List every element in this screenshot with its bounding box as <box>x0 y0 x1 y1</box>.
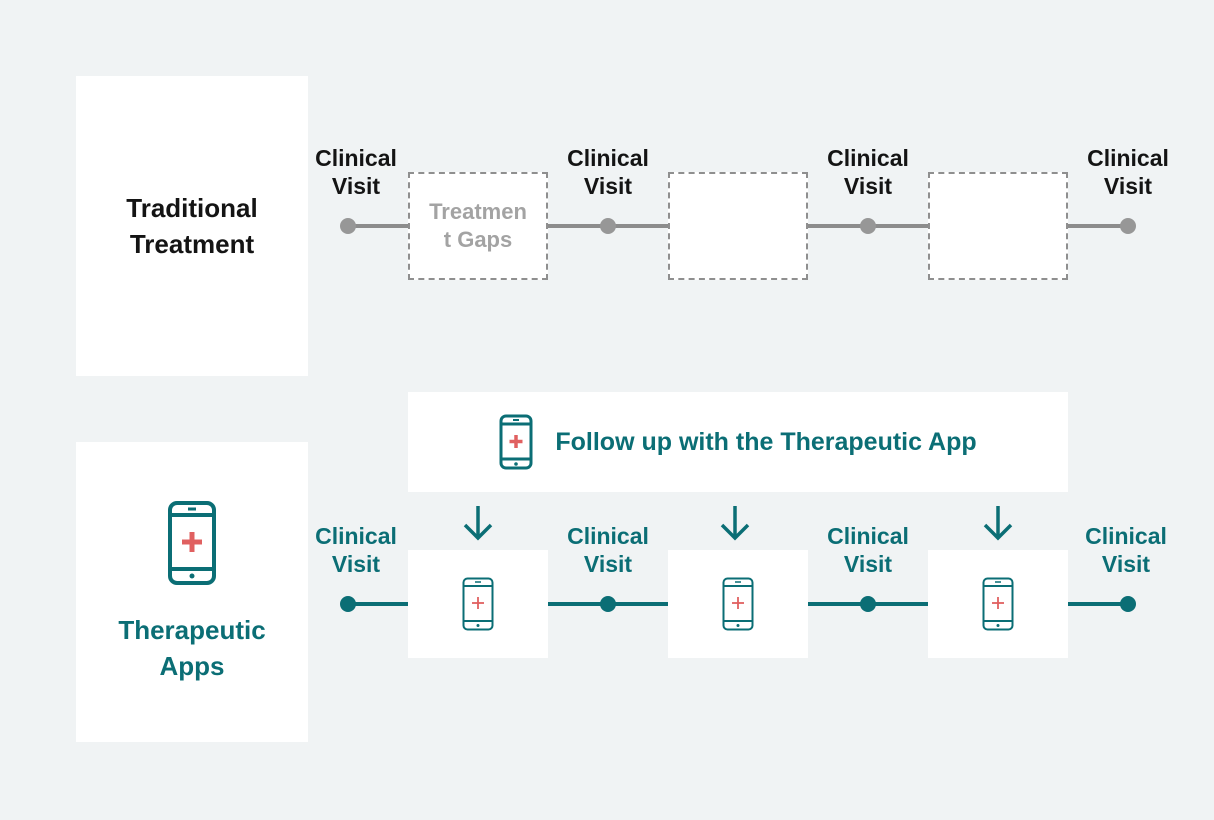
app-follow-up-box <box>668 550 808 658</box>
clinical-visit-dot <box>600 218 616 234</box>
arrow-down-icon <box>463 506 493 541</box>
traditional-treatment-panel: Traditional Treatment <box>76 76 308 376</box>
clinical-visit-dot <box>1120 218 1136 234</box>
treatment-gap-label: Treatment Gaps <box>429 199 527 252</box>
timeline-segment <box>348 602 408 606</box>
app-follow-up-box <box>928 550 1068 658</box>
smartphone-medical-icon <box>462 577 494 631</box>
clinical-visit-label: Clinical Visit <box>567 523 649 577</box>
therapeutic-apps-panel: Therapeutic Apps <box>76 442 308 742</box>
arrow-down-icon <box>983 506 1013 541</box>
treatment-gap-box <box>668 172 808 280</box>
smartphone-medical-icon <box>722 577 754 631</box>
clinical-visit-label: Clinical Visit <box>1085 523 1167 577</box>
follow-up-banner-text: Follow up with the Therapeutic App <box>555 427 977 456</box>
clinical-visit-label: Clinical Visit <box>315 523 397 577</box>
timeline-segment <box>348 224 408 228</box>
clinical-visit-label: Clinical Visit <box>827 523 909 577</box>
clinical-visit-dot <box>860 218 876 234</box>
app-follow-up-box <box>408 550 548 658</box>
clinical-visit-label: Clinical Visit <box>315 145 397 199</box>
traditional-treatment-title: Traditional Treatment <box>126 193 258 259</box>
clinical-visit-dot <box>860 596 876 612</box>
clinical-visit-label: Clinical Visit <box>827 145 909 199</box>
timeline-segment <box>1068 224 1128 228</box>
timeline-segment <box>1068 602 1128 606</box>
follow-up-banner: Follow up with the Therapeutic App <box>408 392 1068 492</box>
therapeutic-apps-title: Therapeutic Apps <box>118 615 266 681</box>
treatment-gap-box: Treatment Gaps <box>408 172 548 280</box>
clinical-visit-label: Clinical Visit <box>567 145 649 199</box>
smartphone-medical-icon <box>499 414 533 470</box>
clinical-visit-label: Clinical Visit <box>1087 145 1169 199</box>
clinical-visit-dot <box>340 218 356 234</box>
clinical-visit-dot <box>600 596 616 612</box>
treatment-gap-box <box>928 172 1068 280</box>
clinical-visit-dot <box>340 596 356 612</box>
clinical-visit-dot <box>1120 596 1136 612</box>
smartphone-medical-icon <box>168 501 216 585</box>
arrow-down-icon <box>720 506 750 541</box>
smartphone-medical-icon <box>982 577 1014 631</box>
